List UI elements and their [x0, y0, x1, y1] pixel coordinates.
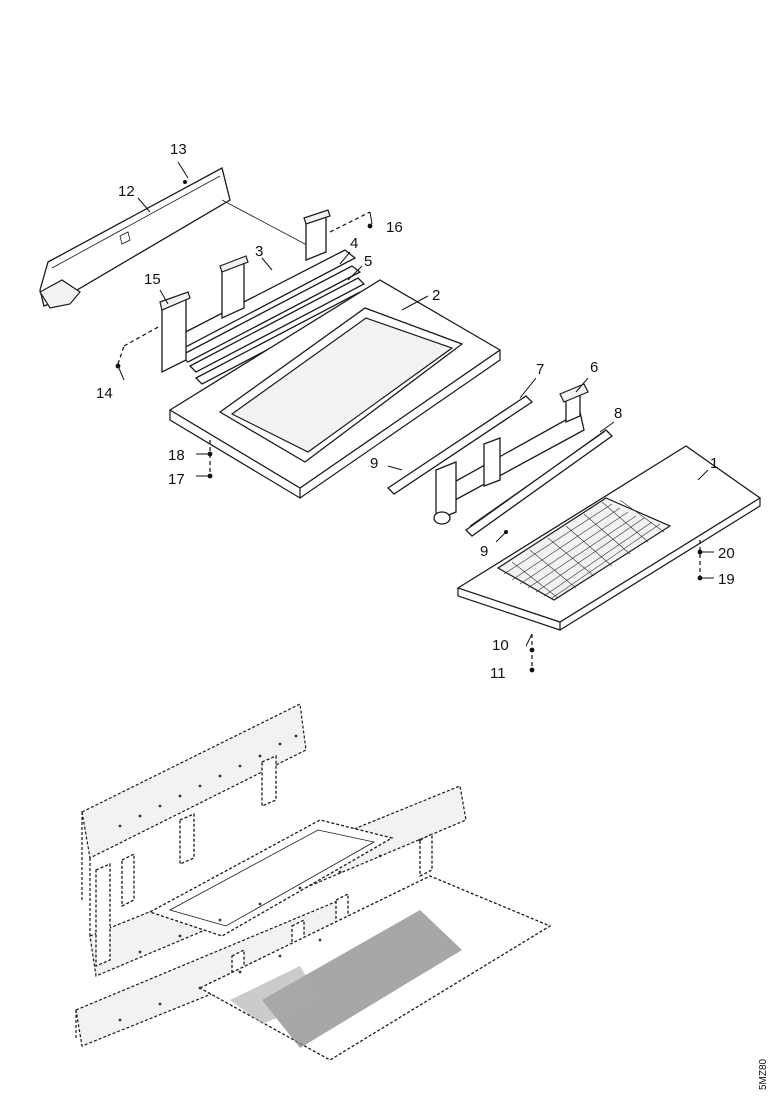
callout-2: 2 [432, 287, 440, 304]
callout-5: 5 [364, 253, 372, 270]
part-7-rail [386, 395, 534, 495]
fastener-dots [115, 223, 703, 673]
callout-1: 1 [710, 455, 718, 472]
part-6-bracket-assembly [433, 383, 589, 525]
callout-13: 13 [170, 141, 187, 158]
callout-18: 18 [168, 447, 185, 464]
callout-9-upper: 9 [370, 455, 378, 472]
assembled-location-view [75, 703, 552, 1061]
callout-4: 4 [350, 235, 358, 252]
callout-16: 16 [386, 219, 403, 236]
part-8-rail [464, 429, 614, 537]
callout-labels: 1 2 3 4 5 6 7 8 9 9 10 11 12 13 14 15 16… [96, 141, 735, 682]
callout-6: 6 [590, 359, 598, 376]
figure-code: 5MZ80 [758, 1058, 769, 1090]
bracket-group-upper [159, 209, 331, 374]
callout-19: 19 [718, 571, 735, 588]
part-1-mesh-tray [456, 445, 762, 631]
callout-12: 12 [118, 183, 135, 200]
callout-8: 8 [614, 405, 622, 422]
callout-11: 11 [490, 665, 506, 682]
guide-line [221, 199, 321, 253]
callout-3: 3 [255, 243, 263, 260]
callout-15: 15 [144, 271, 161, 288]
callout-9-lower: 9 [480, 543, 488, 560]
callout-20: 20 [718, 545, 735, 562]
part-2-frame [168, 279, 502, 500]
part-12-top-plate [39, 167, 231, 309]
callout-10: 10 [492, 637, 509, 654]
callout-7: 7 [536, 361, 544, 378]
callout-14: 14 [96, 385, 113, 402]
callout-17: 17 [168, 471, 185, 488]
